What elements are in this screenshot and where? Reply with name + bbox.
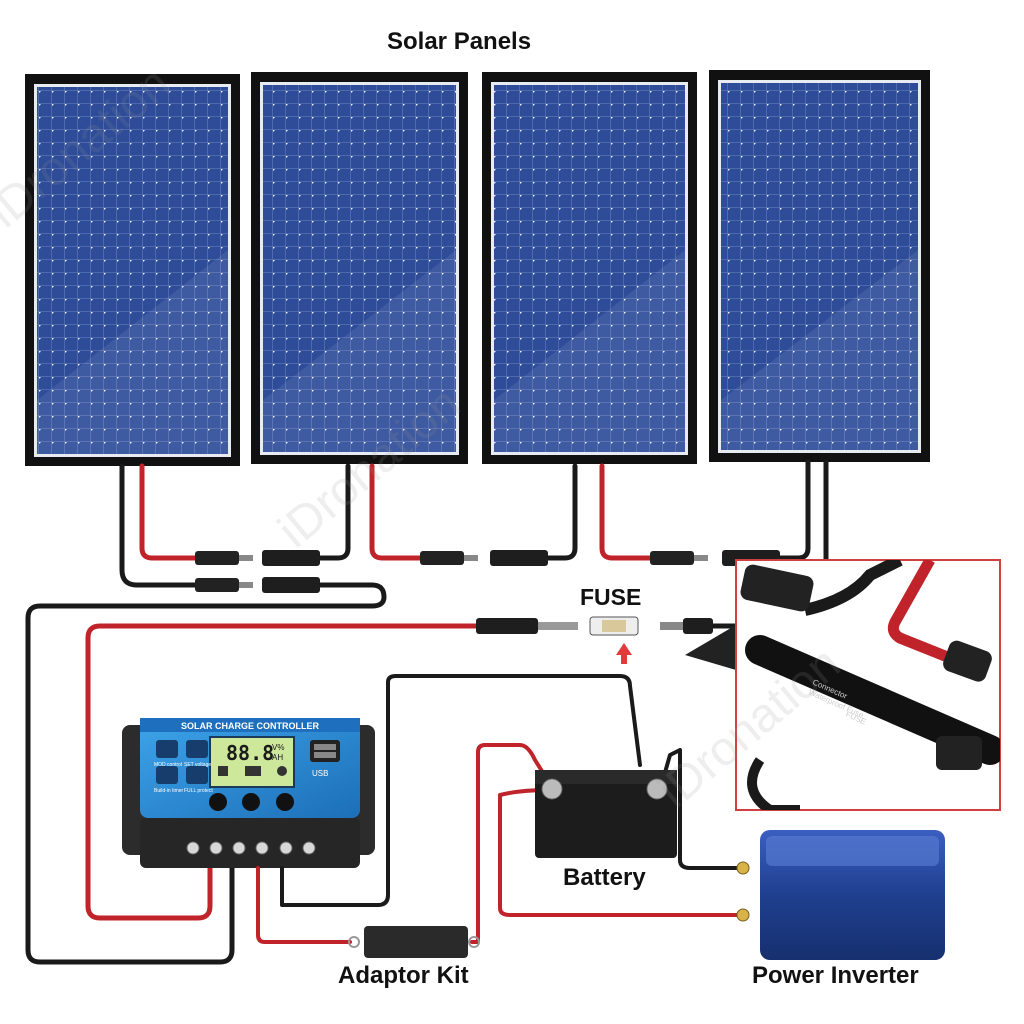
- inverter-terminal-negative: [737, 862, 749, 874]
- lcd-unit-top: V%: [272, 743, 284, 752]
- solar-panel-3: [482, 72, 697, 464]
- adaptor-kit: [349, 926, 479, 958]
- usb-label: USB: [312, 769, 328, 778]
- usb-ports: [310, 740, 340, 762]
- full-label: FULL protect: [184, 788, 213, 794]
- battery-negative-terminal: [647, 779, 667, 799]
- solar-panel-1: [25, 74, 240, 466]
- power-inverter: [737, 830, 945, 960]
- inverter-terminal-positive: [737, 909, 749, 921]
- power-inverter-label: Power Inverter: [752, 962, 919, 990]
- lcd-digits: 88.8: [226, 741, 274, 765]
- set-label: SET voltage: [184, 762, 211, 768]
- build-label: Build-in timer: [154, 788, 184, 794]
- controller-button-left[interactable]: [209, 793, 227, 811]
- fuse-label: FUSE: [580, 584, 641, 611]
- panel-cables: [28, 462, 826, 962]
- arrow-up-icon: [616, 643, 632, 664]
- mc4-connectors: [195, 550, 780, 593]
- solar-panel-4: [709, 70, 930, 462]
- controller-button-right[interactable]: [276, 793, 294, 811]
- battery-label: Battery: [563, 864, 646, 892]
- adaptor-kit-label: Adaptor Kit: [338, 962, 469, 990]
- battery-positive-terminal: [542, 779, 562, 799]
- fuse-holder: [476, 617, 713, 664]
- controller-button-middle[interactable]: [242, 793, 260, 811]
- lcd-unit-bottom: AH: [272, 753, 283, 762]
- battery: [535, 770, 677, 858]
- mod-label: MOD control: [154, 762, 182, 768]
- solar-panel-2: [251, 72, 468, 464]
- solar-charge-controller: SOLAR CHARGE CONTROLLER 88.8 V% AH USB M…: [122, 718, 375, 868]
- controller-title: SOLAR CHARGE CONTROLLER: [181, 721, 319, 731]
- solar-panels-label: Solar Panels: [387, 28, 531, 56]
- fuse-closeup-inset: Connector Waterproof Fuse FUSE: [685, 560, 1000, 810]
